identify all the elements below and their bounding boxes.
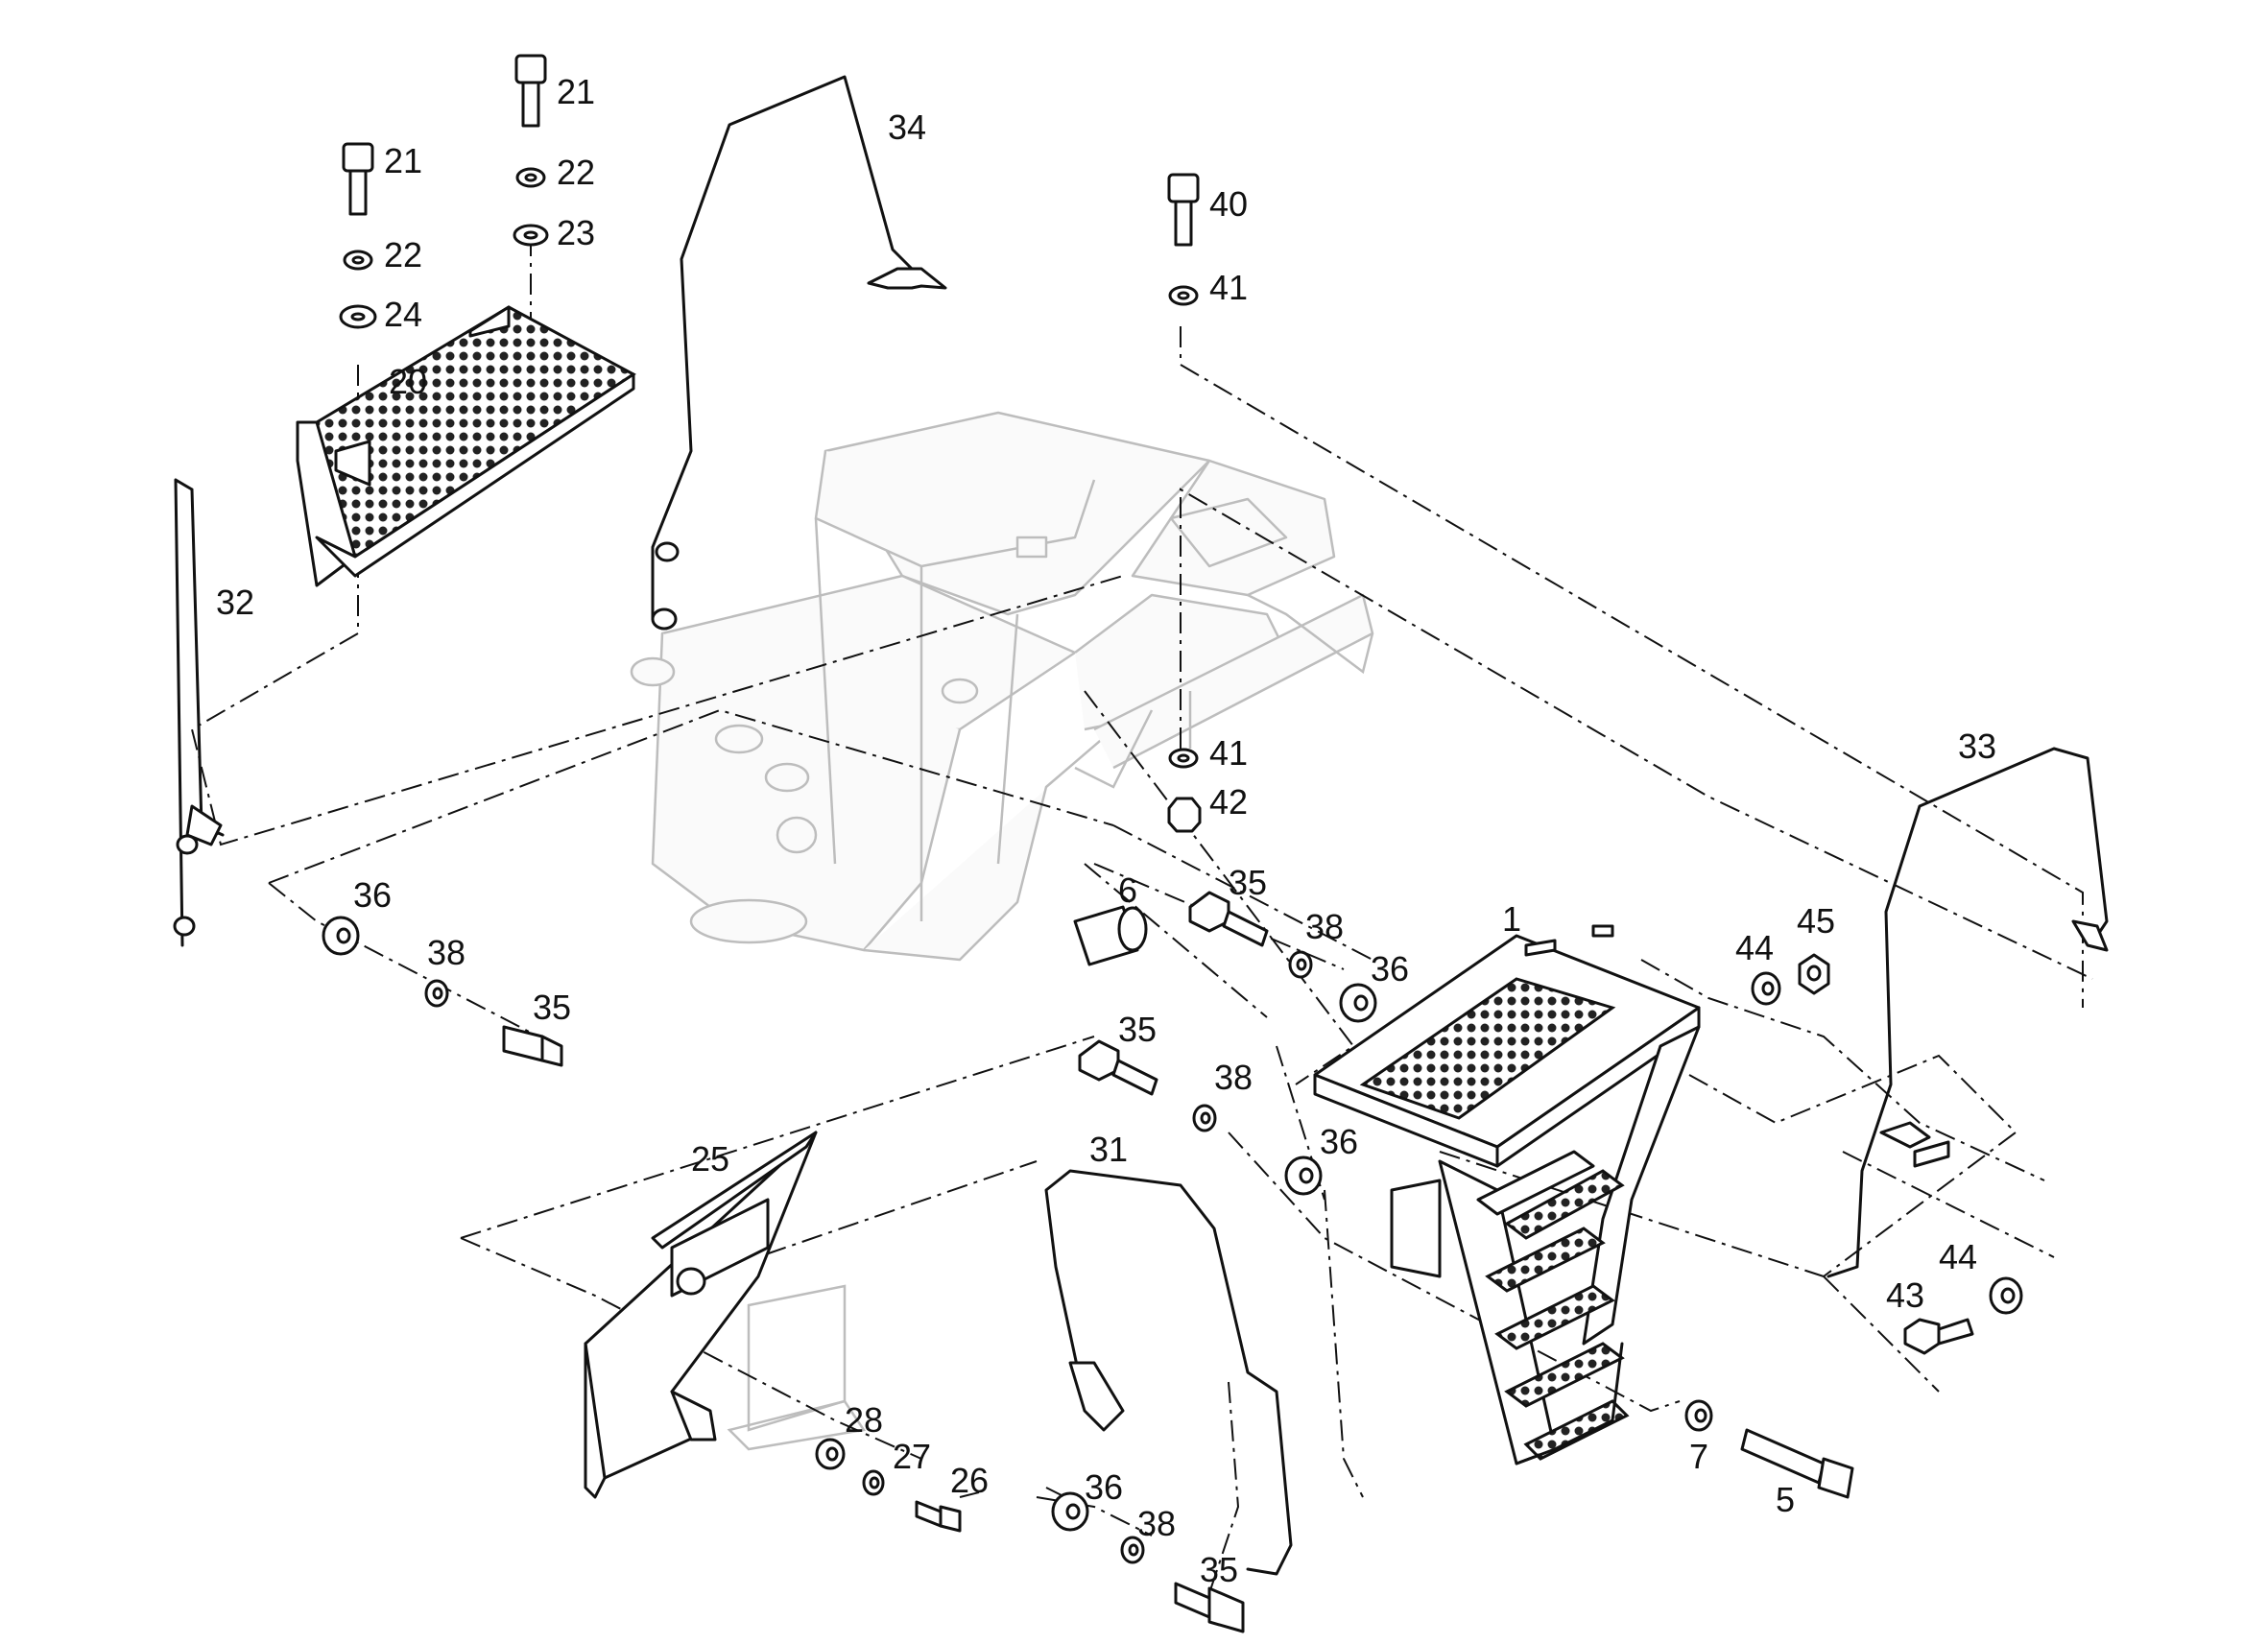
label-36-left: 36 xyxy=(353,875,392,915)
label-22-left: 22 xyxy=(384,235,422,274)
callout-labels: 21 21 22 22 23 24 20 34 40 41 41 42 32 3… xyxy=(216,72,1996,1589)
washer-38-upper xyxy=(1288,950,1313,979)
bolt-21-right xyxy=(514,54,547,128)
label-36-lower: 36 xyxy=(1085,1467,1123,1507)
washer-36-middle xyxy=(1284,1156,1323,1196)
washer-28 xyxy=(815,1438,846,1470)
label-41-bottom: 41 xyxy=(1209,733,1248,773)
spacer-6 xyxy=(1073,905,1148,966)
handrail-31 xyxy=(1044,1169,1293,1576)
label-38-left: 38 xyxy=(427,933,466,972)
label-5: 5 xyxy=(1776,1480,1795,1519)
washer-38-left xyxy=(424,979,449,1008)
bolt-43 xyxy=(1903,1318,1974,1355)
label-23: 23 xyxy=(557,213,595,252)
label-26: 26 xyxy=(950,1461,989,1500)
label-41-top: 41 xyxy=(1209,268,1248,307)
step-ladder-1 xyxy=(1313,924,1701,1465)
washer-36-lower xyxy=(1051,1491,1089,1532)
label-43: 43 xyxy=(1886,1275,1924,1315)
washer-27 xyxy=(862,1469,885,1496)
washer-24 xyxy=(339,304,377,329)
bolt-35-lower xyxy=(1174,1582,1245,1633)
label-21-right: 21 xyxy=(557,72,595,111)
label-28: 28 xyxy=(845,1400,883,1440)
label-22-right: 22 xyxy=(557,153,595,192)
label-33: 33 xyxy=(1958,727,1996,766)
washer-44-lower xyxy=(1989,1276,2023,1315)
bolt-5 xyxy=(1740,1428,1854,1499)
label-36-middle: 36 xyxy=(1320,1122,1358,1161)
washer-44-upper xyxy=(1751,971,1781,1006)
handrail-34 xyxy=(651,75,947,631)
nut-45 xyxy=(1798,953,1830,995)
side-rail-32 xyxy=(173,478,225,947)
washer-22-left xyxy=(343,250,373,271)
label-1: 1 xyxy=(1502,899,1521,939)
label-35-lower: 35 xyxy=(1200,1550,1238,1589)
label-36-upper: 36 xyxy=(1371,949,1409,989)
label-6: 6 xyxy=(1118,870,1137,910)
bolt-26 xyxy=(915,1500,962,1533)
label-40: 40 xyxy=(1209,184,1248,224)
label-34: 34 xyxy=(888,107,926,147)
step-plate-20 xyxy=(296,305,636,587)
label-38-middle: 38 xyxy=(1214,1058,1253,1097)
label-42: 42 xyxy=(1209,782,1248,822)
handrail-33 xyxy=(1826,747,2109,1278)
label-32: 32 xyxy=(216,583,254,622)
label-38-lower: 38 xyxy=(1137,1504,1176,1543)
bolt-35-left xyxy=(502,1025,563,1067)
label-35-middle: 35 xyxy=(1118,1010,1157,1049)
bolt-21-left xyxy=(342,142,374,216)
washer-22-right xyxy=(515,167,546,188)
label-38-upper: 38 xyxy=(1305,907,1344,946)
label-7: 7 xyxy=(1689,1437,1708,1476)
washer-41-top xyxy=(1168,285,1199,306)
washer-41-bottom xyxy=(1168,748,1199,769)
label-24: 24 xyxy=(384,295,422,334)
washer-36-upper xyxy=(1339,983,1377,1023)
washer-7 xyxy=(1684,1399,1713,1432)
label-31: 31 xyxy=(1089,1130,1128,1169)
label-25: 25 xyxy=(691,1139,729,1179)
washer-38-middle xyxy=(1192,1104,1217,1132)
nut-42 xyxy=(1167,797,1202,833)
label-44-lower: 44 xyxy=(1939,1237,1977,1276)
washer-38-lower xyxy=(1120,1536,1145,1564)
label-35-left: 35 xyxy=(533,988,571,1027)
label-20: 20 xyxy=(389,362,427,401)
shield-25 xyxy=(584,1131,818,1499)
label-35-upper: 35 xyxy=(1229,863,1267,902)
bolt-35-middle xyxy=(1078,1039,1158,1096)
label-21-left: 21 xyxy=(384,141,422,180)
bolt-40 xyxy=(1167,173,1200,247)
bolt-35-upper xyxy=(1188,891,1269,947)
washer-23 xyxy=(513,224,549,247)
label-45: 45 xyxy=(1797,901,1835,941)
label-27: 27 xyxy=(893,1437,931,1476)
label-44-upper: 44 xyxy=(1735,928,1774,967)
chassis-frame xyxy=(630,411,1374,1451)
washer-36-left xyxy=(322,916,360,956)
